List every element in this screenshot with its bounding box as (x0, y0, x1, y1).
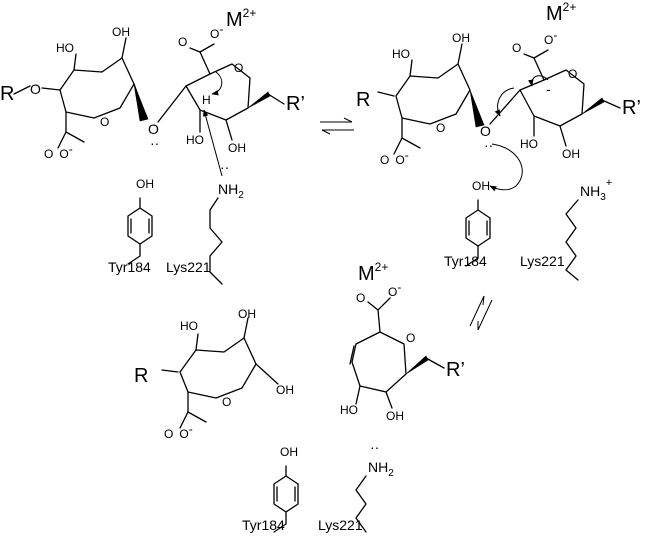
o-label: O (30, 81, 41, 97)
svg-text:O: O (222, 395, 231, 409)
h-label: H (202, 93, 211, 107)
svg-text:O: O (480, 123, 491, 139)
metal-ion-label: M2+ (226, 6, 256, 31)
glycosidic-o-label: O (148, 121, 159, 137)
ring-o-right: O (234, 61, 243, 75)
svg-text:OH: OH (562, 147, 580, 161)
svg-text:O: O (436, 121, 445, 135)
svg-text:OH: OH (238, 307, 256, 321)
svg-text:OH: OH (472, 179, 490, 193)
svg-text:R: R (356, 89, 370, 111)
ho-label: HO (56, 41, 74, 55)
svg-text:O: O (568, 67, 577, 81)
ring-o-label: O (100, 115, 109, 129)
svg-text:O-: O- (544, 28, 557, 47)
carboxyl-top-minus: O- (210, 22, 223, 41)
svg-text:O: O (356, 291, 365, 305)
lone-pair: ·· (150, 135, 159, 151)
uronic-ring-left (41, 37, 149, 149)
equilibrium-arrows-1 (320, 117, 354, 135)
svg-text:··: ·· (484, 137, 493, 153)
svg-text:OH: OH (280, 445, 298, 459)
svg-text:··: ·· (220, 159, 229, 175)
svg-text:OH: OH (136, 177, 154, 191)
svg-text:O: O (406, 331, 415, 345)
svg-text:OH: OH (386, 409, 404, 423)
svg-text:HO: HO (340, 403, 358, 417)
svg-text:Lys221: Lys221 (166, 259, 211, 275)
tyr184-residue-1: OH Tyr184 (108, 177, 154, 275)
svg-text:OO-: OO- (164, 422, 193, 441)
ho-low-label: HO (186, 133, 204, 147)
svg-text:HO: HO (520, 137, 538, 151)
oh-label: OH (112, 25, 130, 39)
oh-low-label: OH (228, 141, 246, 155)
equilibrium-arrows-2 (469, 295, 493, 331)
svg-text:-: - (546, 81, 551, 97)
r-prime-label: R’ (286, 93, 305, 115)
lys221-residue-2: NH3+ Lys221 (520, 177, 612, 281)
svg-text:R’: R’ (446, 359, 465, 381)
carboxyl-top: O (178, 35, 187, 49)
tyr184-residue-3: OH Tyr184 (242, 445, 299, 533)
svg-text:Tyr184: Tyr184 (242, 517, 285, 533)
metal-ion-label-2: M2+ (546, 0, 576, 25)
lys221-residue-1: ·· NH2 Lys221 (166, 159, 244, 285)
svg-text:OH: OH (276, 383, 294, 397)
svg-text:Lys221: Lys221 (318, 517, 363, 533)
svg-text:R: R (134, 365, 148, 387)
svg-text:O-: O- (388, 280, 401, 299)
svg-text:Lys221: Lys221 (520, 253, 565, 269)
svg-text:O: O (512, 41, 521, 55)
svg-text:NH2: NH2 (218, 181, 244, 201)
svg-text:OH: OH (452, 31, 470, 45)
svg-text:M2+: M2+ (358, 260, 388, 285)
svg-text:R’: R’ (622, 97, 641, 119)
svg-text:OO-: OO- (380, 148, 409, 167)
lys221-residue-3: ·· NH2 Lys221 (318, 439, 394, 533)
svg-text:HO: HO (180, 319, 198, 333)
svg-text:HO: HO (392, 47, 410, 61)
svg-text:Tyr184: Tyr184 (444, 253, 487, 269)
svg-text:NH3+: NH3+ (580, 177, 612, 203)
svg-text:Tyr184: Tyr184 (108, 259, 151, 275)
r-label: R (0, 83, 14, 105)
svg-text:··: ·· (370, 439, 379, 455)
tyr184-residue-2: OH Tyr184 (444, 179, 491, 269)
svg-text:NH2: NH2 (368, 459, 394, 479)
